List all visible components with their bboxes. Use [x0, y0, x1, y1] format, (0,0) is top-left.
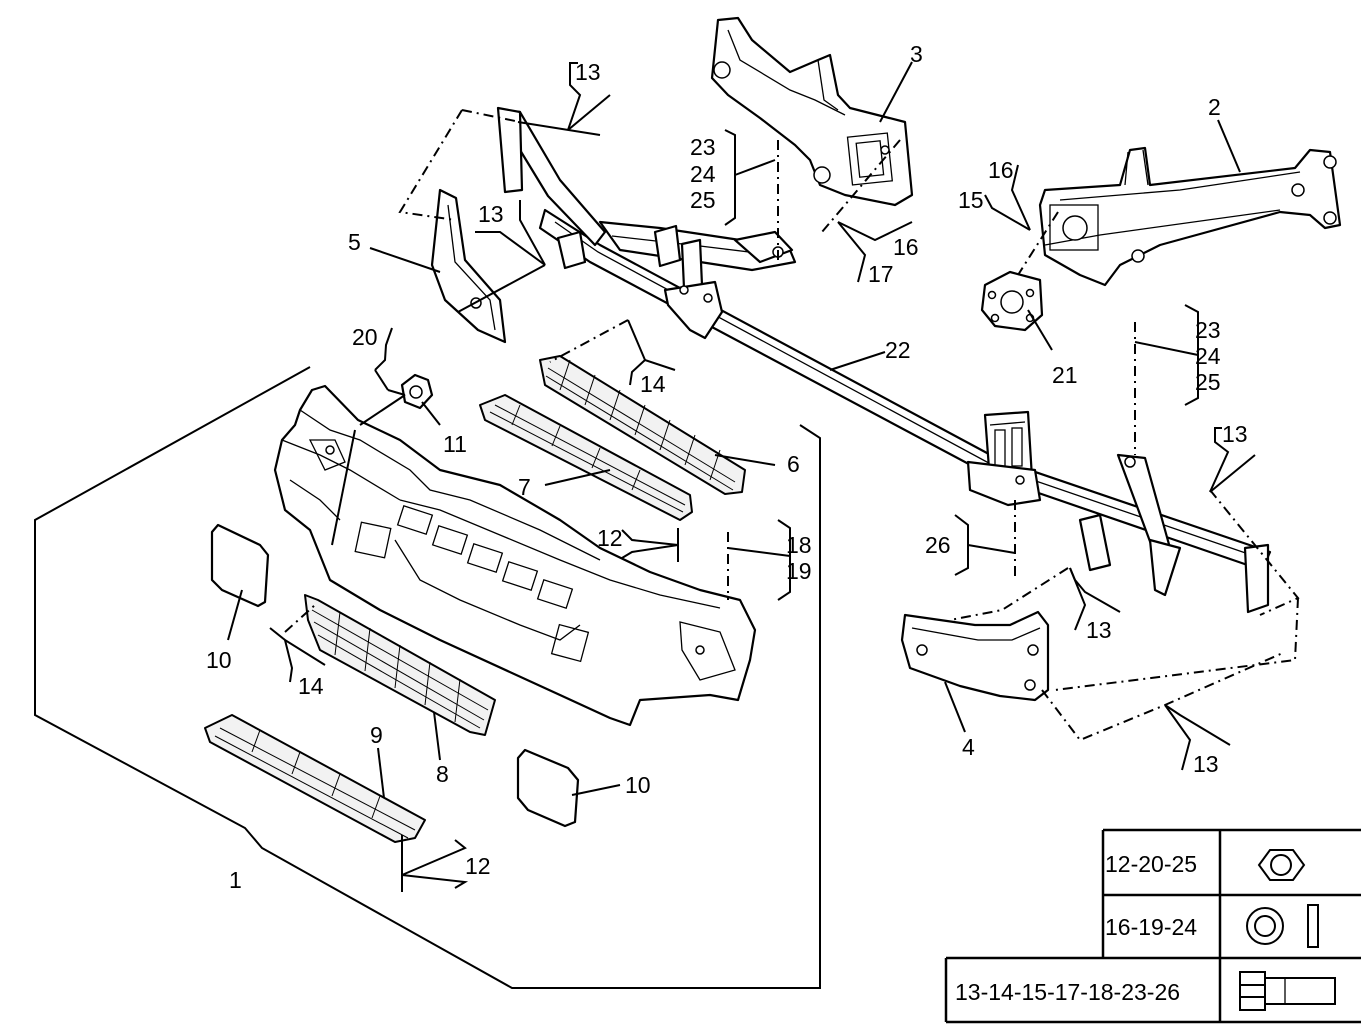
bolt-icon	[1239, 971, 1336, 1011]
callout-21: 21	[1052, 362, 1078, 388]
part-9-lower-mesh	[204, 714, 426, 843]
part-22-cross-member	[496, 106, 1272, 614]
callout-4: 4	[962, 734, 975, 760]
callout-23-right: 23	[1195, 317, 1221, 343]
callout-6: 6	[787, 451, 800, 477]
callout-13-top: 13	[575, 59, 601, 85]
callout-13-left: 13	[478, 201, 504, 227]
part-1-bumper-shell	[273, 384, 757, 727]
part-8-lower-grille	[304, 594, 496, 736]
part-10-cover-plate-left	[210, 523, 270, 608]
leader-lines	[227, 61, 1300, 892]
callout-13-right-mid: 13	[1086, 617, 1112, 643]
fastener-legend: 12-20-25 16-19-24 13-14-15-17-18-23-26	[944, 828, 1361, 1024]
part-11-fog-light	[400, 373, 434, 410]
part-7-upper-mesh	[479, 394, 693, 521]
callout-23-top: 23	[690, 134, 716, 160]
callout-12-bottom: 12	[465, 853, 491, 879]
part-6-upper-grille	[539, 355, 746, 495]
callout-25-top: 25	[690, 187, 716, 213]
part-3-bracket	[710, 16, 914, 207]
hex-nut-icon	[1257, 849, 1306, 881]
legend-row-2-label: 16-19-24	[1105, 914, 1197, 940]
callout-24-right: 24	[1195, 343, 1221, 369]
callouts: 1 2 3 4 5 6 7 8 9 10 10 11 12 12 13 13 1…	[206, 41, 1248, 893]
callout-16-right: 16	[988, 157, 1014, 183]
part-5-left-corner	[430, 188, 507, 344]
legend-row-1-label: 12-20-25	[1105, 851, 1197, 877]
callout-25-right: 25	[1195, 369, 1221, 395]
callout-10-left: 10	[206, 647, 232, 673]
callout-11: 11	[443, 431, 467, 457]
callout-18: 18	[786, 532, 812, 558]
callout-9: 9	[370, 722, 383, 748]
part-21-mount-plate	[980, 270, 1044, 332]
part-4-right-corner	[900, 610, 1050, 702]
group-1-bracket	[34, 366, 821, 989]
callout-12-middle: 12	[597, 525, 623, 551]
callout-13-right-bottom: 13	[1193, 751, 1219, 777]
legend-row-3-label: 13-14-15-17-18-23-26	[955, 979, 1180, 1005]
callout-2: 2	[1208, 94, 1221, 120]
washer-icon	[1246, 904, 1319, 948]
part-6-mesh	[545, 359, 736, 491]
callout-14-upper: 14	[640, 371, 666, 397]
callout-26: 26	[925, 532, 951, 558]
callout-19: 19	[786, 558, 812, 584]
callout-3: 3	[910, 41, 923, 67]
callout-8: 8	[436, 761, 449, 787]
callout-13-right-top: 13	[1222, 421, 1248, 447]
callout-17: 17	[868, 261, 894, 287]
callout-5: 5	[348, 229, 361, 255]
callout-20: 20	[352, 324, 378, 350]
callout-24-top: 24	[690, 161, 716, 187]
callout-16-top: 16	[893, 234, 919, 260]
part-2-bracket	[1038, 146, 1342, 287]
callout-15: 15	[958, 187, 984, 213]
callout-1: 1	[229, 867, 242, 893]
callout-10-right: 10	[625, 772, 651, 798]
callout-14-lower: 14	[298, 673, 324, 699]
callout-22: 22	[885, 337, 911, 363]
part-10-cover-plate-right	[516, 748, 580, 828]
callout-7: 7	[518, 474, 531, 500]
